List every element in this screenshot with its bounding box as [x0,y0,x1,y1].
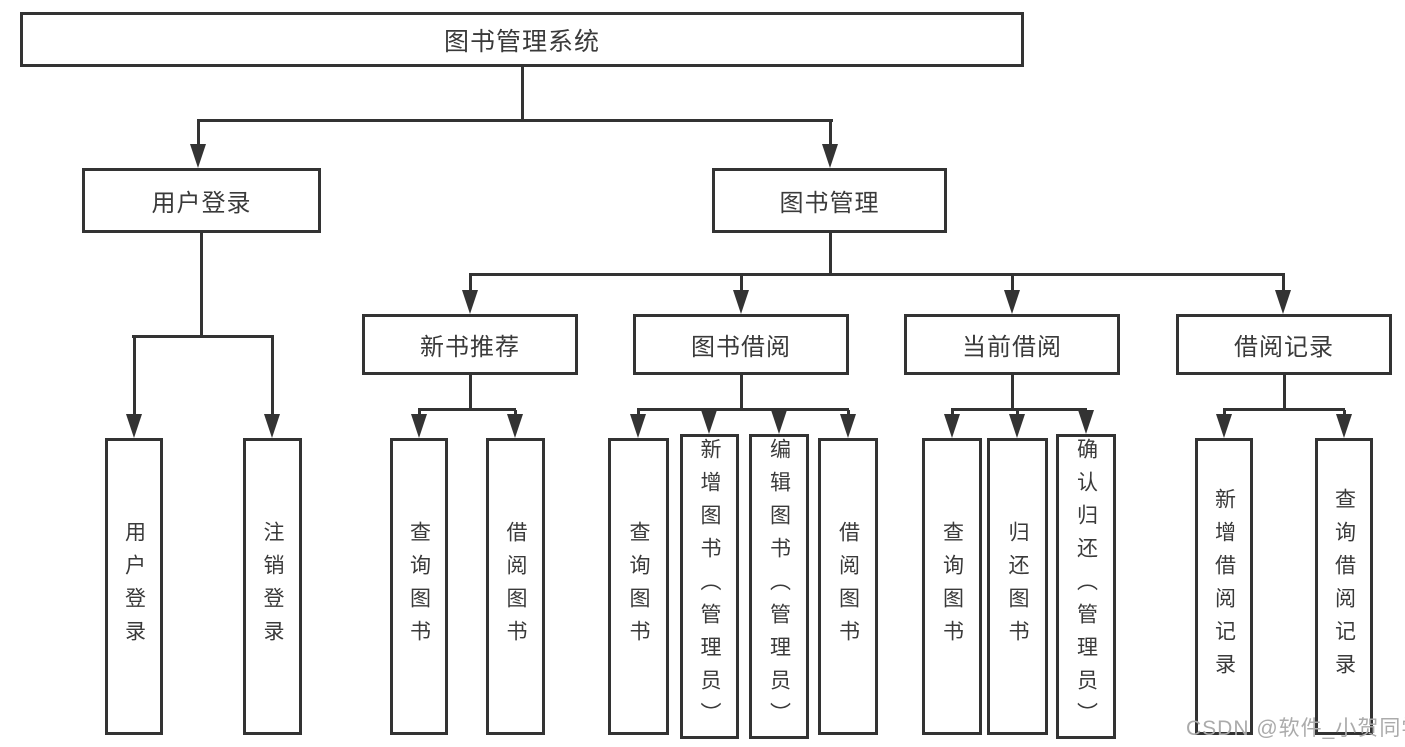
arrow-down-icon [1009,414,1025,438]
leaf-query-books-current: 查询图书 [922,438,982,735]
arrow-down-icon [944,414,960,438]
connector-line [521,67,524,121]
arrow-down-icon [733,290,749,314]
connector-line [469,375,472,410]
arrow-down-icon [1004,290,1020,314]
leaf-query-borrow-record: 查询借阅记录 [1315,438,1373,735]
connector-line [829,121,832,147]
connector-line [1283,375,1286,410]
node-borrow-records: 借阅记录 [1176,314,1392,375]
watermark: CSDN @软件_小贺同学 [1186,717,1405,740]
connector-line [197,119,833,122]
leaf-logout: 注销登录 [243,438,302,735]
leaf-user-login: 用户登录 [105,438,163,735]
arrow-down-icon [1275,290,1291,314]
arrow-down-icon [1216,414,1232,438]
node-current-borrowing: 当前借阅 [904,314,1120,375]
connector-line [271,337,274,417]
leaf-add-books-admin: 新增图书︵管理员︶ [680,434,739,739]
arrow-down-icon [630,414,646,438]
connector-line [197,121,200,147]
arrow-down-icon [264,414,280,438]
leaf-query-books-recommend: 查询图书 [390,438,448,735]
connector-line [951,408,1087,411]
connector-line [740,275,743,293]
arrow-down-icon [822,144,838,168]
arrow-down-icon [462,290,478,314]
connector-line [1011,375,1014,410]
leaf-borrow-books-recommend: 借阅图书 [486,438,545,735]
connector-line [1011,275,1014,293]
connector-line [1282,275,1285,293]
node-book-management: 图书管理 [712,168,947,233]
connector-line [1223,408,1345,411]
connector-line [133,337,136,417]
connector-line [132,335,274,338]
connector-line [829,233,832,275]
connector-line [637,408,849,411]
leaf-add-borrow-record: 新增借阅记录 [1195,438,1253,735]
node-library-system: 图书管理系统 [20,12,1024,67]
arrow-down-icon [126,414,142,438]
connector-line [469,275,472,293]
leaf-return-books: 归还图书 [987,438,1048,735]
connector-line [200,233,203,337]
node-book-borrowing: 图书借阅 [633,314,849,375]
connector-line [469,273,1285,276]
leaf-query-books-borrowing: 查询图书 [608,438,669,735]
leaf-borrow-books: 借阅图书 [818,438,878,735]
arrow-down-icon [771,410,787,434]
arrow-down-icon [840,414,856,438]
arrow-down-icon [1078,410,1094,434]
arrow-down-icon [411,414,427,438]
leaf-edit-books-admin: 编辑图书︵管理员︶ [749,434,809,739]
arrow-down-icon [701,410,717,434]
node-new-book-recommend: 新书推荐 [362,314,578,375]
arrow-down-icon [507,414,523,438]
leaf-confirm-return-admin: 确认归还︵管理员︶ [1056,434,1116,739]
node-user-login: 用户登录 [82,168,321,233]
arrow-down-icon [190,144,206,168]
connector-line [740,375,743,410]
connector-line [418,408,516,411]
arrow-down-icon [1336,414,1352,438]
